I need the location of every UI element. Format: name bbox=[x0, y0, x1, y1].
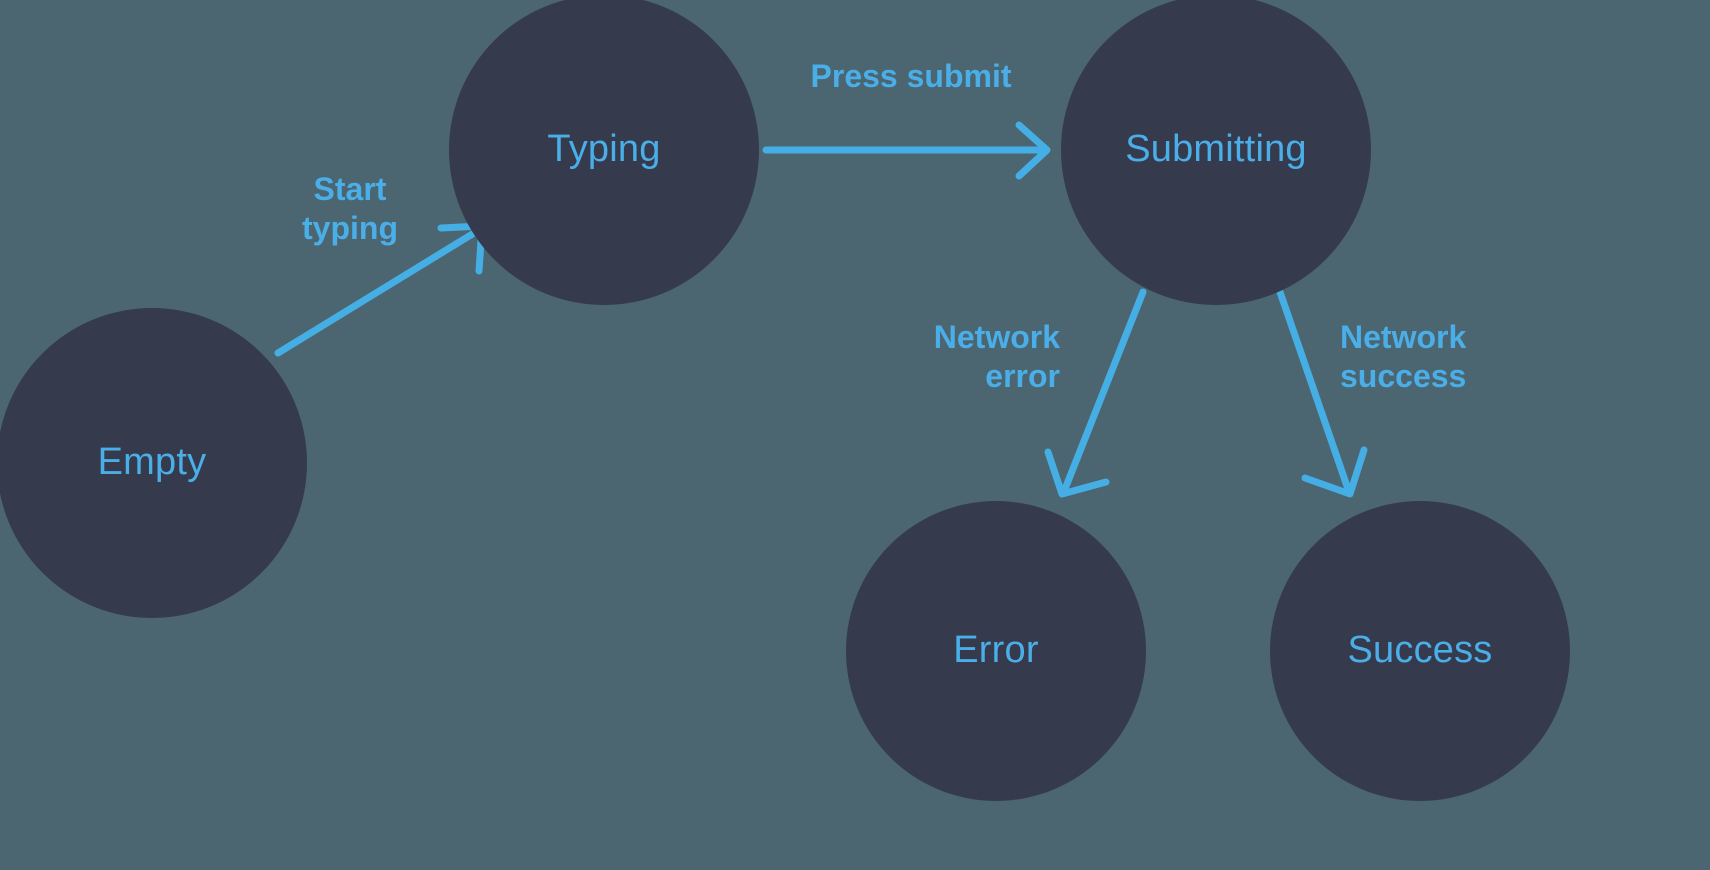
edge-label-network-success: Network success bbox=[1340, 319, 1467, 395]
state-node-submitting[interactable]: Submitting bbox=[1061, 0, 1371, 305]
edge-typing-to-submitting-arrowhead bbox=[1015, 121, 1051, 180]
state-node-error[interactable]: Error bbox=[846, 501, 1146, 801]
state-node-typing[interactable]: Typing bbox=[449, 0, 759, 305]
edge-empty-to-typing-line bbox=[274, 229, 478, 357]
edge-typing-to-submitting bbox=[762, 121, 1051, 180]
edge-submitting-to-error bbox=[1044, 288, 1147, 498]
edge-submitting-to-success-line bbox=[1276, 288, 1352, 493]
edge-label-network-error: Network error bbox=[933, 319, 1060, 395]
state-node-error-label: Error bbox=[953, 629, 1039, 672]
state-node-success[interactable]: Success bbox=[1270, 501, 1570, 801]
state-node-success-label: Success bbox=[1347, 629, 1493, 672]
edge-submitting-to-error-arrowhead bbox=[1044, 448, 1110, 498]
state-node-empty-label: Empty bbox=[97, 441, 207, 484]
state-node-submitting-label: Submitting bbox=[1125, 128, 1307, 171]
edge-submitting-to-error-line bbox=[1061, 288, 1147, 493]
edge-label-press-submit: Press submit bbox=[810, 58, 1012, 94]
state-node-empty[interactable]: Empty bbox=[0, 308, 307, 618]
state-node-typing-label: Typing bbox=[547, 128, 661, 171]
edge-label-start-typing: Start typing bbox=[302, 171, 398, 247]
edge-submitting-to-success-arrowhead bbox=[1301, 446, 1368, 498]
